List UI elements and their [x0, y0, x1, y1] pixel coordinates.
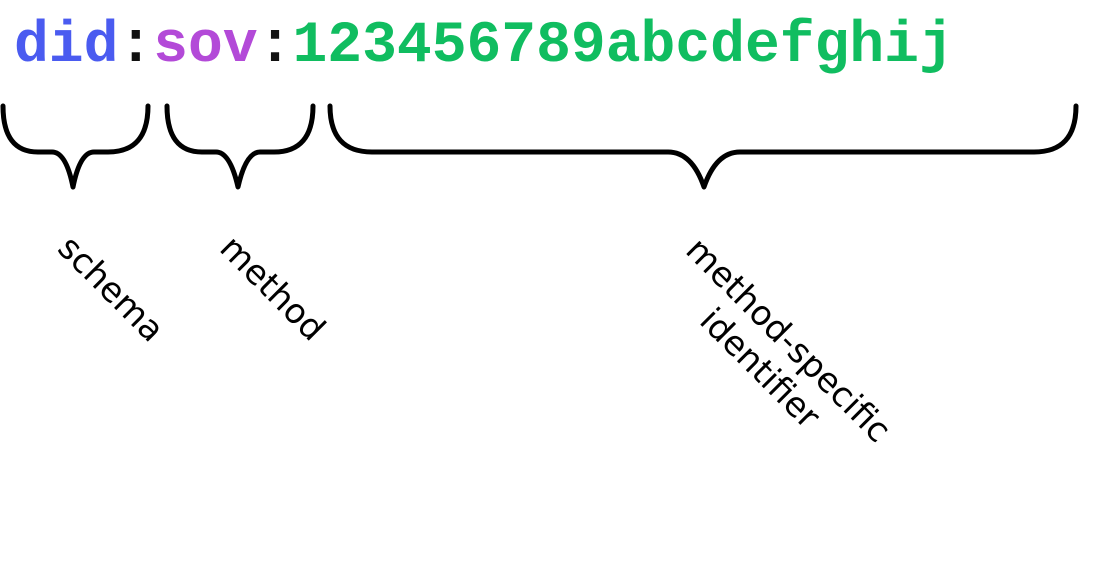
did-string: did:sov:123456789abcdefghij	[14, 12, 954, 82]
schema-brace	[0, 103, 151, 190]
did-scheme-segment: did	[14, 14, 119, 79]
separator-colon: :	[118, 14, 154, 79]
identifier-brace	[327, 103, 1079, 190]
did-method-segment: sov	[153, 14, 258, 79]
method-brace	[164, 103, 316, 190]
separator-colon: :	[257, 14, 293, 79]
did-identifier-segment: 123456789abcdefghij	[292, 14, 954, 79]
